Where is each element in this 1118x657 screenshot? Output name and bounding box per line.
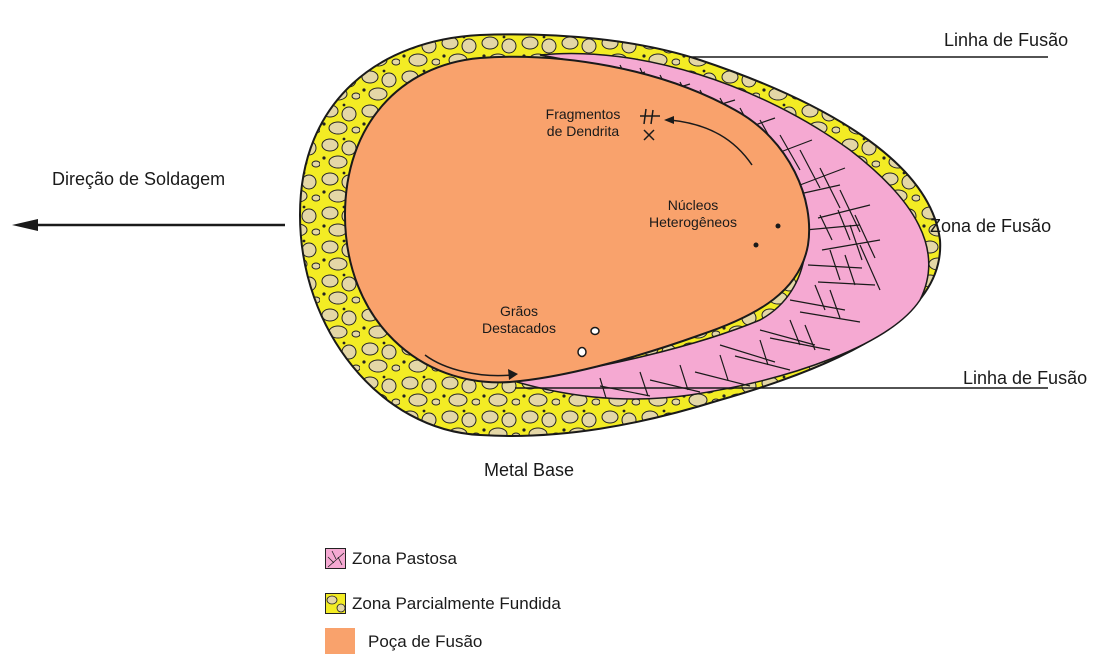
legend-label-weld-pool: Poça de Fusão [368,632,482,652]
fusion-line-bottom-label: Linha de Fusão [963,368,1087,388]
welding-direction-arrow [12,219,285,231]
detached-grains-line-2: Destacados [474,320,564,337]
fusion-line-top-label: Linha de Fusão [944,30,1068,50]
legend-swatch-partially-melted-zone [325,593,346,614]
legend-swatch-weld-pool [325,628,355,654]
dendrite-fragments-line-1: Fragmentos [528,106,638,123]
legend-label-mushy-zone: Zona Pastosa [352,549,457,569]
detached-grains-label: Grãos Destacados [474,303,564,337]
dendrite-fragments-label: Fragmentos de Dendrita [528,106,638,140]
detached-grains-line-1: Grãos [474,303,564,320]
welding-direction-label: Direção de Soldagem [52,169,225,189]
heterogeneous-nuclei-line-1: Núcleos [633,197,753,214]
heterogeneous-nuclei-label: Núcleos Heterogêneos [633,197,753,231]
heterogeneous-nuclei-line-2: Heterogêneos [633,214,753,231]
base-metal-label: Metal Base [484,460,574,480]
legend-swatch-mushy-zone [325,548,346,569]
dendrite-fragments-line-2: de Dendrita [528,123,638,140]
fusion-zone-label: Zona de Fusão [930,216,1051,236]
legend-label-partially-melted-zone: Zona Parcialmente Fundida [352,594,561,614]
